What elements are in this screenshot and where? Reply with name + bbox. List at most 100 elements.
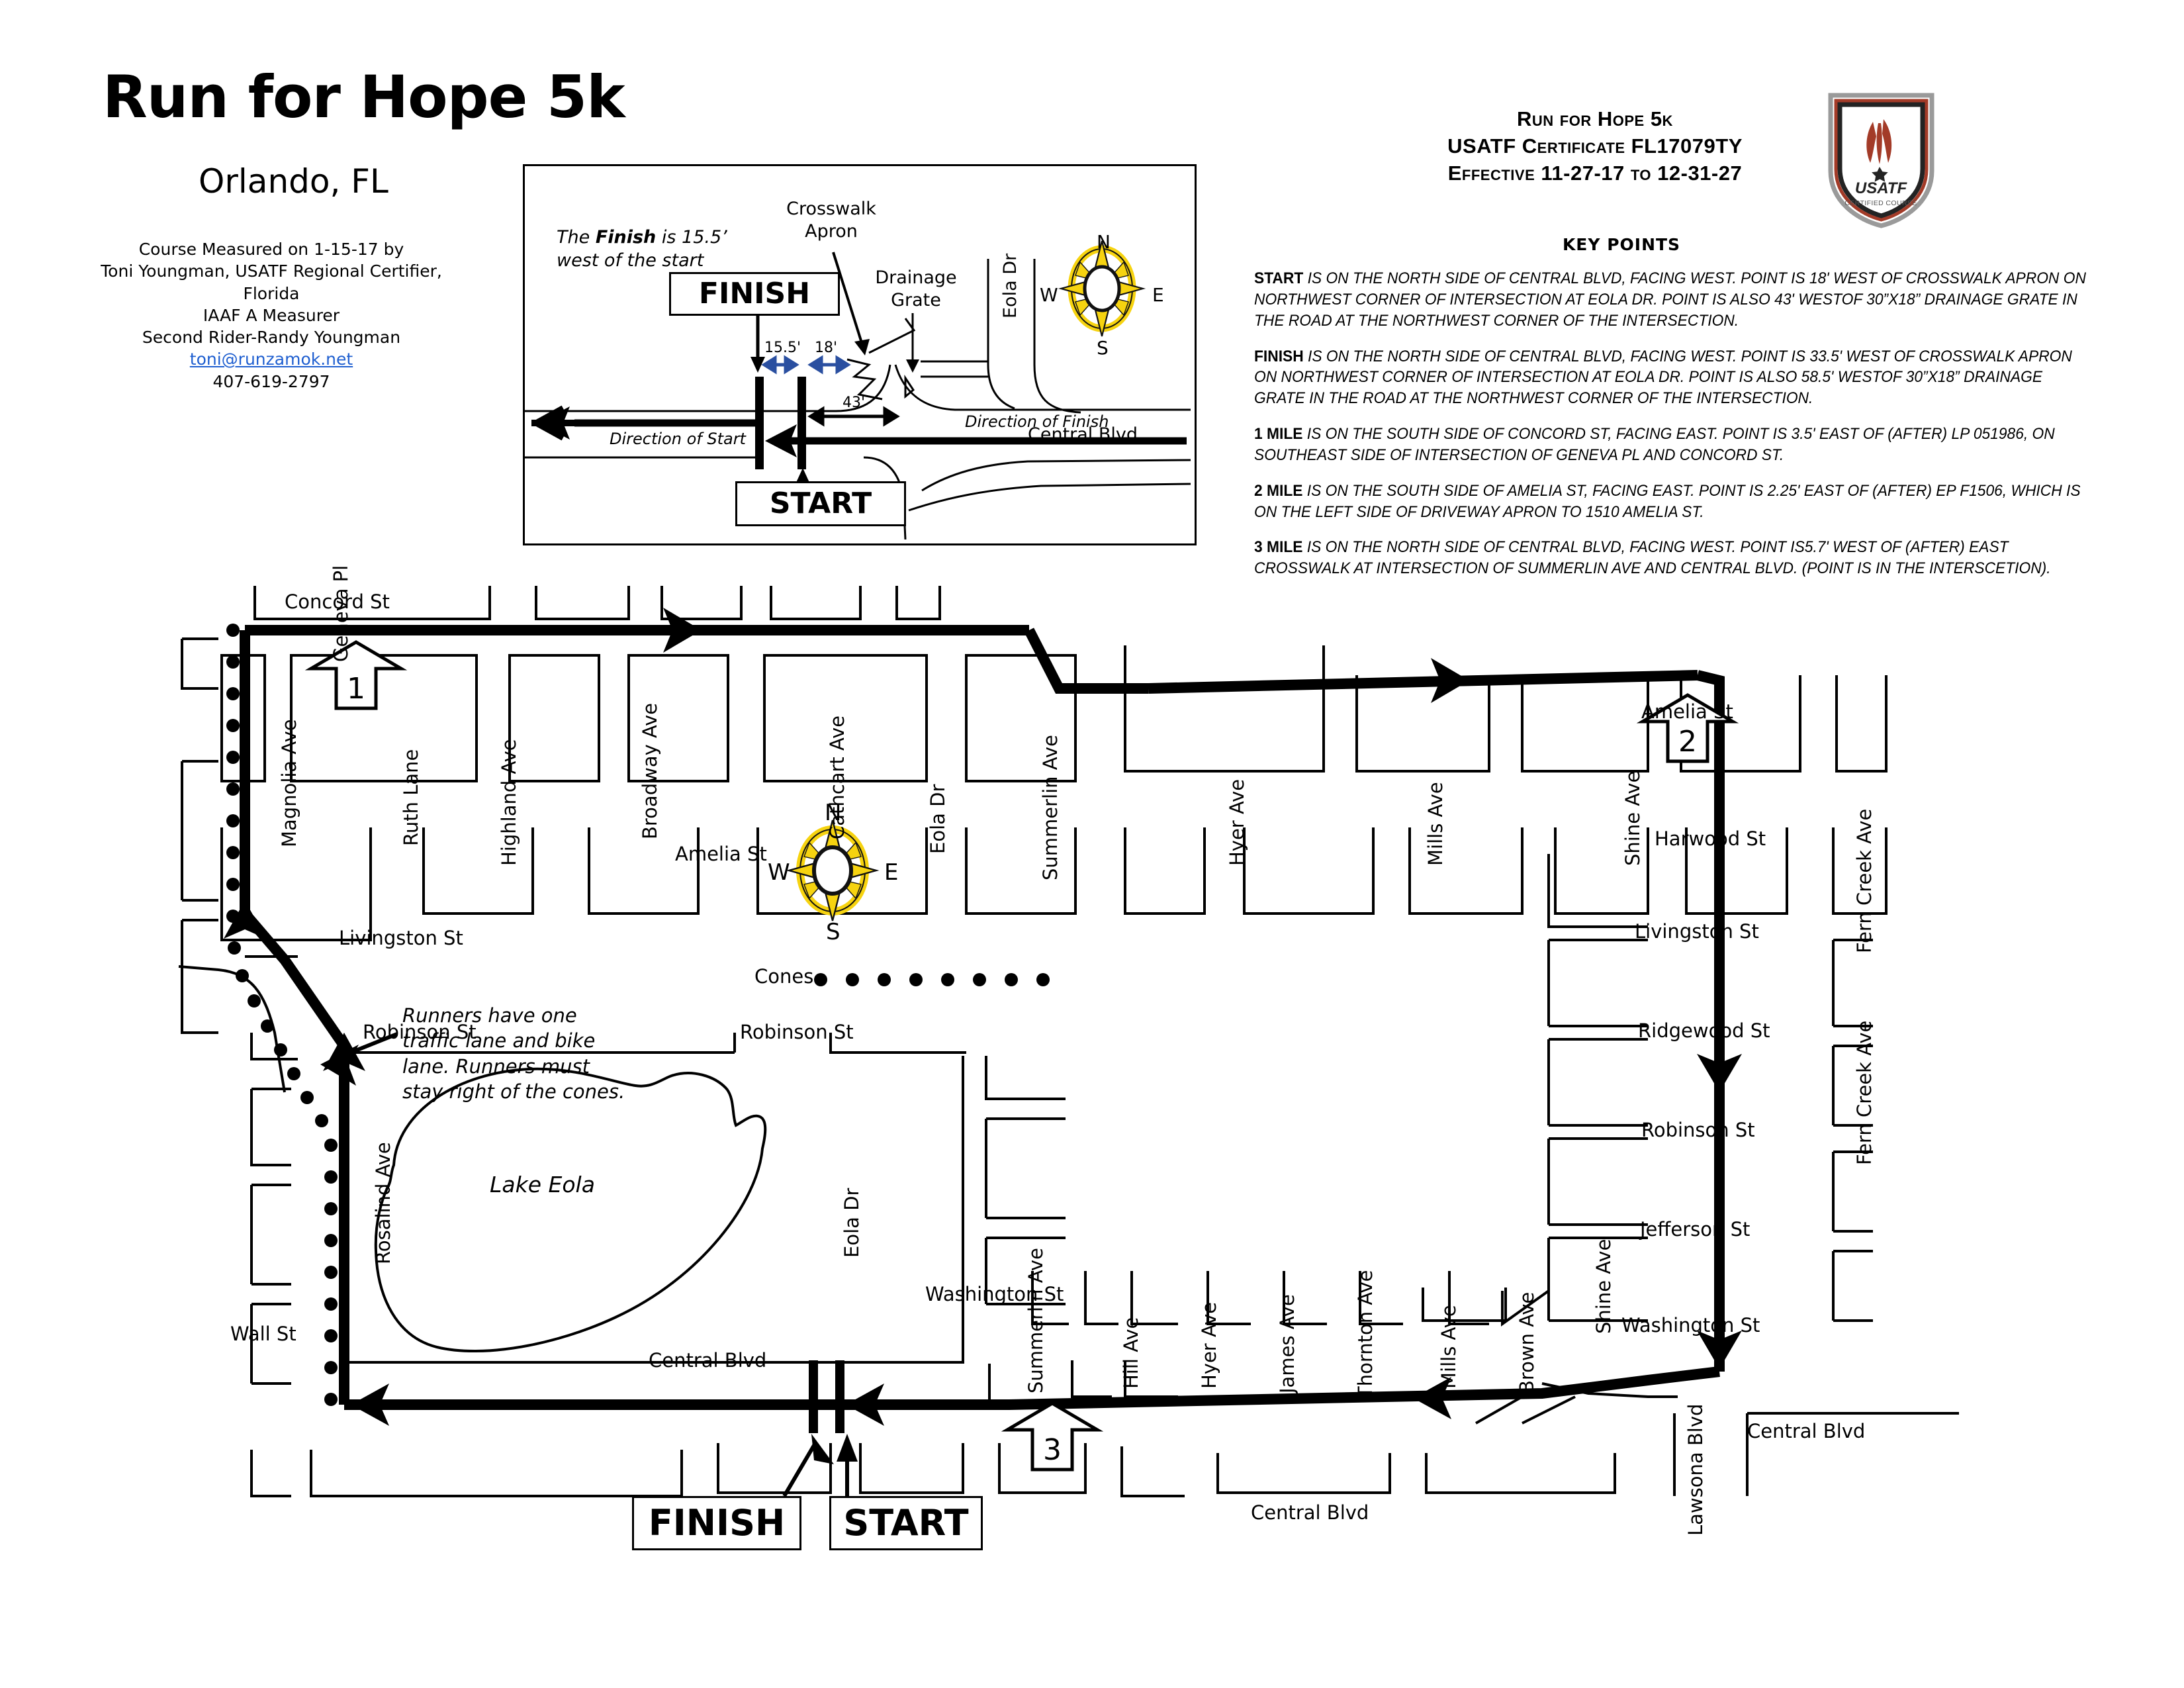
street-label-hyer-ave-south: Hyer Ave [1198, 1301, 1220, 1389]
credits-line-1: Course Measured on 1-15-17 by [138, 240, 404, 259]
mile-marker-3-label: 3 [1043, 1433, 1062, 1467]
usatf-logo-wordmark: USATF [1855, 179, 1908, 197]
street-label-livingston-st-east: Livingston St [1635, 920, 1759, 943]
street-label-eola-dr-south: Eola Dr [841, 1188, 863, 1258]
map-compass-south-label: S [826, 919, 841, 945]
certificate-line-2: USATF Certificate FL17079TY [1447, 134, 1743, 158]
inset-drainage-grate-label: Drainage Grate [875, 267, 957, 310]
street-label-highland-ave: Highland Ave [498, 739, 520, 866]
key-point-mile-3-text: IS ON THE NORTH SIDE OF CENTRAL BLVD, FA… [1254, 538, 2051, 578]
street-label-rosalind-ave: Rosalind Ave [372, 1142, 394, 1264]
street-label-robinson-st-east: Robinson St [1641, 1119, 1755, 1141]
map-finish-box: FINISH [632, 1496, 801, 1550]
street-grid [178, 586, 1959, 1497]
street-label-jefferson-st: Jefferson St [1640, 1218, 1751, 1241]
inset-compass-rose [1058, 240, 1146, 337]
course-map: 1 2 3 Concord St Geneva Pl Magnolia Ave … [0, 565, 2184, 1628]
inset-crosswalk-apron-label: Crosswalk Apron [786, 199, 876, 242]
street-label-robinson-st-center: Robinson St [740, 1021, 854, 1043]
street-label-robinson-st-west: Robinson St [363, 1021, 477, 1043]
street-label-amelia-st-west: Amelia St [675, 843, 767, 865]
street-label-wall-st: Wall St [230, 1323, 296, 1345]
key-point-mile-1: 1 MILE IS ON THE SOUTH SIDE OF CONCORD S… [1254, 424, 2091, 466]
street-label-eola-dr-north: Eola Dr [927, 784, 949, 854]
inset-start-box: START [735, 481, 906, 526]
map-compass-east-label: E [884, 859, 899, 886]
street-label-magnolia-ave: Magnolia Ave [278, 719, 300, 847]
key-point-mile-3: 3 MILE IS ON THE NORTH SIDE OF CENTRAL B… [1254, 537, 2091, 579]
inset-dim-18-label: 18' [815, 340, 838, 356]
street-label-brown-ave: Brown Ave [1516, 1291, 1538, 1393]
dim-15-5-arrow [761, 355, 799, 375]
inset-eola-dr-label: Eola Dr [1000, 253, 1021, 318]
street-label-washington-st-center: Washington St [925, 1283, 1064, 1305]
inset-central-blvd-label: Central Blvd [1028, 424, 1138, 445]
map-start-box: START [829, 1496, 983, 1550]
credits-line-4: Second Rider-Randy Youngman [142, 328, 401, 347]
inset-finish-note-bold: Finish [595, 227, 657, 248]
mile-marker-1: 1 [304, 640, 408, 710]
street-label-central-blvd-west: Central Blvd [649, 1349, 767, 1372]
mile-marker-2-label: 2 [1678, 725, 1697, 759]
contact-email-link[interactable]: toni@runzamok.net [189, 350, 353, 369]
key-point-finish-label: FINISH [1254, 347, 1304, 365]
contact-phone: 407-619-2797 [212, 371, 330, 391]
street-label-shine-ave-south: Shine Ave [1592, 1239, 1615, 1334]
key-point-mile-2-text: IS ON THE SOUTH SIDE OF AMELIA ST, FACIN… [1254, 481, 2081, 521]
inset-direction-of-finish-label: Direction of Finish [965, 412, 1109, 431]
cones-legend-label: Cones [754, 965, 814, 988]
map-compass-north-label: N [825, 800, 842, 826]
inset-dim-43-label: 43' [842, 395, 866, 411]
street-label-ruth-lane: Ruth Lane [400, 749, 422, 846]
inset-finish-box: FINISH [669, 272, 840, 316]
cones-legend-dots [814, 973, 1050, 986]
certificate-header: Run for Hope 5k USATF Certificate FL1707… [1377, 106, 1813, 187]
key-point-start-text: IS ON THE NORTH SIDE OF CENTRAL BLVD, FA… [1254, 269, 2086, 330]
map-compass-west-label: W [768, 859, 790, 886]
street-label-fern-creek-ave-north: Fern Creek Ave [1853, 808, 1876, 953]
mile-marker-1-label: 1 [347, 672, 365, 706]
street-label-mills-ave-north: Mills Ave [1424, 782, 1447, 866]
street-label-shine-ave-north: Shine Ave [1621, 771, 1644, 866]
street-label-amelia-st-east: Amelia St [1641, 700, 1733, 723]
street-label-fern-creek-ave-south: Fern Creek Ave [1853, 1020, 1876, 1165]
key-point-mile-2-label: 2 MILE [1254, 481, 1303, 500]
street-label-summerlin-ave-north: Summerlin Ave [1039, 735, 1062, 880]
street-label-concord-st: Concord St [285, 590, 390, 613]
usatf-logo-subtext: CERTIFIED COURSE [1844, 199, 1917, 207]
inset-direction-of-start-label: Direction of Start [610, 430, 746, 448]
street-label-hyer-ave-north: Hyer Ave [1226, 778, 1248, 866]
inset-dim-15-5-label: 15.5' [764, 340, 801, 356]
inset-finish-note: The Finish is 15.5’ west of the start [557, 227, 727, 271]
mile-marker-3: 3 [1001, 1401, 1104, 1472]
credits-block: Course Measured on 1-15-17 by Toni Young… [99, 238, 443, 393]
street-label-central-blvd-center: Central Blvd [1251, 1501, 1369, 1524]
page-subtitle: Orlando, FL [199, 162, 388, 201]
dim-43-arrow [807, 406, 900, 427]
key-point-start-label: START [1254, 269, 1304, 287]
key-point-finish: FINISH IS ON THE NORTH SIDE OF CENTRAL B… [1254, 346, 2091, 410]
street-label-thornton-ave: Thornton Ave [1354, 1270, 1377, 1398]
mile-marker-2: 2 [1636, 693, 1739, 763]
inset-diagram [525, 240, 1191, 539]
start-line-mark [797, 377, 806, 469]
street-label-summerlin-ave-south: Summerlin Ave [1024, 1248, 1047, 1393]
cones-dotted-line [226, 624, 338, 1406]
street-label-harwood-st: Harwood St [1655, 827, 1766, 850]
cone-rules-note: Runners have one traffic lane and bike l… [402, 1004, 625, 1103]
street-label-ridgewood-st: Ridgewood St [1638, 1019, 1770, 1042]
key-point-mile-2: 2 MILE IS ON THE SOUTH SIDE OF AMELIA ST… [1254, 481, 2091, 523]
key-points-heading: KEY POINTS [1562, 235, 1681, 254]
key-point-mile-3-label: 3 MILE [1254, 538, 1303, 557]
street-label-hill-ave: Hill Ave [1120, 1317, 1142, 1389]
key-point-mile-1-label: 1 MILE [1254, 425, 1303, 444]
course-route-line [240, 625, 1725, 1410]
usatf-certified-course-logo: USATF CERTIFIED COURSE [1827, 93, 1936, 228]
street-label-mills-ave-south: Mills Ave [1437, 1305, 1460, 1389]
street-label-central-blvd-east: Central Blvd [1747, 1420, 1866, 1442]
map-start-finish-marks [809, 1360, 844, 1433]
inset-compass-south-label: S [1097, 337, 1109, 359]
inset-compass-east-label: E [1152, 284, 1164, 306]
street-label-broadway-ave: Broadway Ave [639, 702, 661, 839]
course-map-svg: 1 2 3 [178, 586, 1959, 1497]
